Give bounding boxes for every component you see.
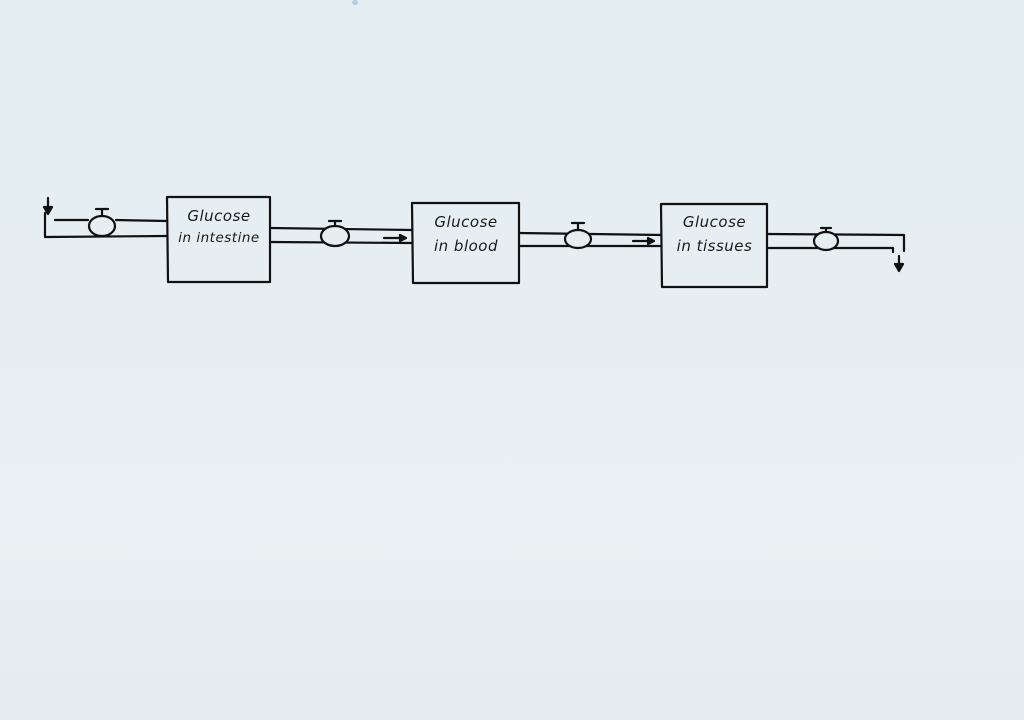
blood-label: Glucose in blood	[413, 210, 519, 258]
tissues-label-line1: Glucose	[682, 213, 747, 231]
inflow-arrow-icon	[42, 196, 54, 216]
ink-smudge	[352, 0, 358, 5]
valve-icon	[319, 219, 351, 248]
flow-arrow-icon	[382, 233, 408, 243]
outflow-arrow-icon	[893, 254, 905, 273]
flow-arrow-icon	[631, 236, 656, 246]
tissues-label-line2: in tissues	[676, 237, 753, 255]
intestine-label: Glucose in intestine	[168, 204, 270, 250]
tissues-label: Glucose in tissues	[662, 210, 767, 258]
valve-icon	[87, 207, 117, 238]
valve-icon	[563, 221, 593, 250]
intestine-label-line2: in intestine	[178, 230, 260, 246]
blood-label-line1: Glucose	[434, 213, 498, 231]
valve-icon	[812, 226, 840, 252]
intestine-label-line1: Glucose	[187, 207, 251, 225]
tissues-box	[659, 202, 769, 289]
blood-box	[410, 201, 521, 285]
intestine-box	[165, 195, 272, 284]
blood-label-line2: in blood	[433, 237, 498, 255]
outflow-pipe	[765, 232, 906, 254]
inflow-pipe	[43, 211, 169, 239]
